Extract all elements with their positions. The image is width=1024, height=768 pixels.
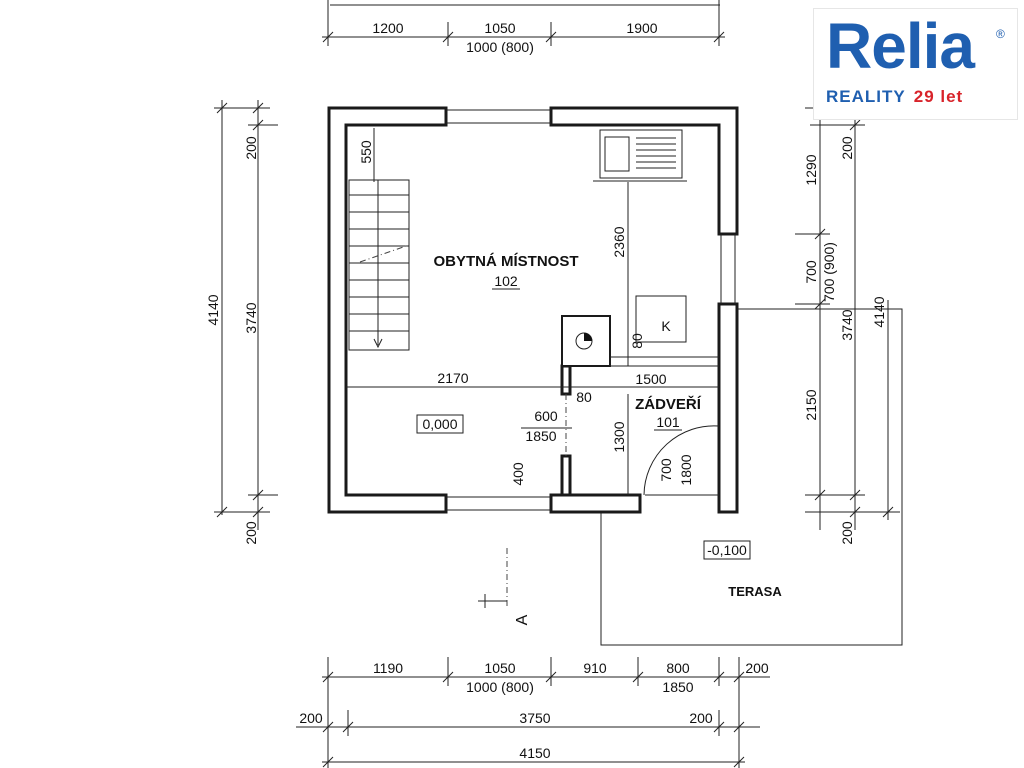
kitchen-label: K [661,318,671,334]
top-dim-1000-800: 1000 (800) [466,39,534,55]
room-number-entry: 101 [656,414,680,430]
top-dim-1050: 1050 [484,20,515,36]
walls [327,106,739,514]
logo-subtitle-reality: REALITY [826,87,906,106]
left-dim-200-top: 200 [243,136,259,160]
bottom-dim-200-left: 200 [299,710,323,726]
logo-subtitle-years: 29 let [913,87,964,106]
dim-80-a: 80 [629,333,645,349]
logo-subtitle: REALITY 29 let [826,87,963,107]
right-dim-700-900: 700 (900) [821,242,837,302]
kitchen-unit [635,295,687,343]
bottom-dim-4150: 4150 [519,745,550,761]
left-dimension-chain [214,100,278,530]
dim-80-b: 80 [576,389,592,405]
dim-1800: 1800 [678,454,694,485]
stair-dim-550: 550 [358,140,374,164]
dim-1500: 1500 [635,371,666,387]
right-dim-200-top: 200 [839,136,855,160]
dim-2360: 2360 [611,226,627,257]
dim-700: 700 [658,458,674,482]
right-dim-200-bottom: 200 [839,521,855,545]
top-dim-1200: 1200 [372,20,403,36]
staircase-icon [348,179,410,351]
dim-600: 600 [534,408,558,424]
level-box-terrace [703,540,751,560]
top-dimension-chain [322,0,725,46]
logo-registered: ® [996,27,1005,41]
left-dim-3740: 3740 [243,302,259,333]
bottom-dim-800: 800 [666,660,690,676]
room-name-living: OBYTNÁ MÍSTNOST [434,253,579,270]
right-dim-3740: 3740 [839,309,855,340]
logo-brand: Relia [826,10,975,82]
kitchen-sink-icon [593,129,687,182]
room-number-living: 102 [494,273,518,289]
right-dim-2150: 2150 [803,389,819,420]
dim-2170: 2170 [437,370,468,386]
bottom-dim-1050: 1050 [484,660,515,676]
relia-logo: Relia ® REALITY 29 let [813,8,1018,120]
level-box-main [416,414,464,434]
bottom-dim-1190: 1190 [373,660,403,676]
dim-400: 400 [510,462,526,486]
bottom-dim-910: 910 [583,660,607,676]
bottom-dim-200-right: 200 [745,660,769,676]
room-name-entry: ZÁDVEŘÍ [635,395,702,413]
level-terrace: -0,100 [707,542,747,558]
dim-1300: 1300 [611,421,627,452]
right-dim-4140: 4140 [871,296,887,327]
right-dim-1290: 1290 [803,154,819,185]
entry-door-swing-icon [643,425,720,496]
bottom-dim-1850: 1850 [662,679,693,695]
bottom-dim-1000-800: 1000 (800) [466,679,534,695]
dim-1850: 1850 [525,428,556,444]
left-dim-200-bottom: 200 [243,521,259,545]
terrace-outline [600,308,903,646]
room-name-terrace: TERASA [728,584,782,599]
stove-fill-icon [584,333,592,341]
level-main: 0,000 [422,416,457,432]
section-mark: A [514,614,531,625]
bottom-dim-3750: 3750 [519,710,550,726]
bottom-dimension-chains [296,657,770,768]
right-dim-700: 700 [803,260,819,284]
left-dim-4140: 4140 [205,294,221,325]
top-dim-1900: 1900 [626,20,657,36]
bottom-dim-200-right-2: 200 [689,710,713,726]
